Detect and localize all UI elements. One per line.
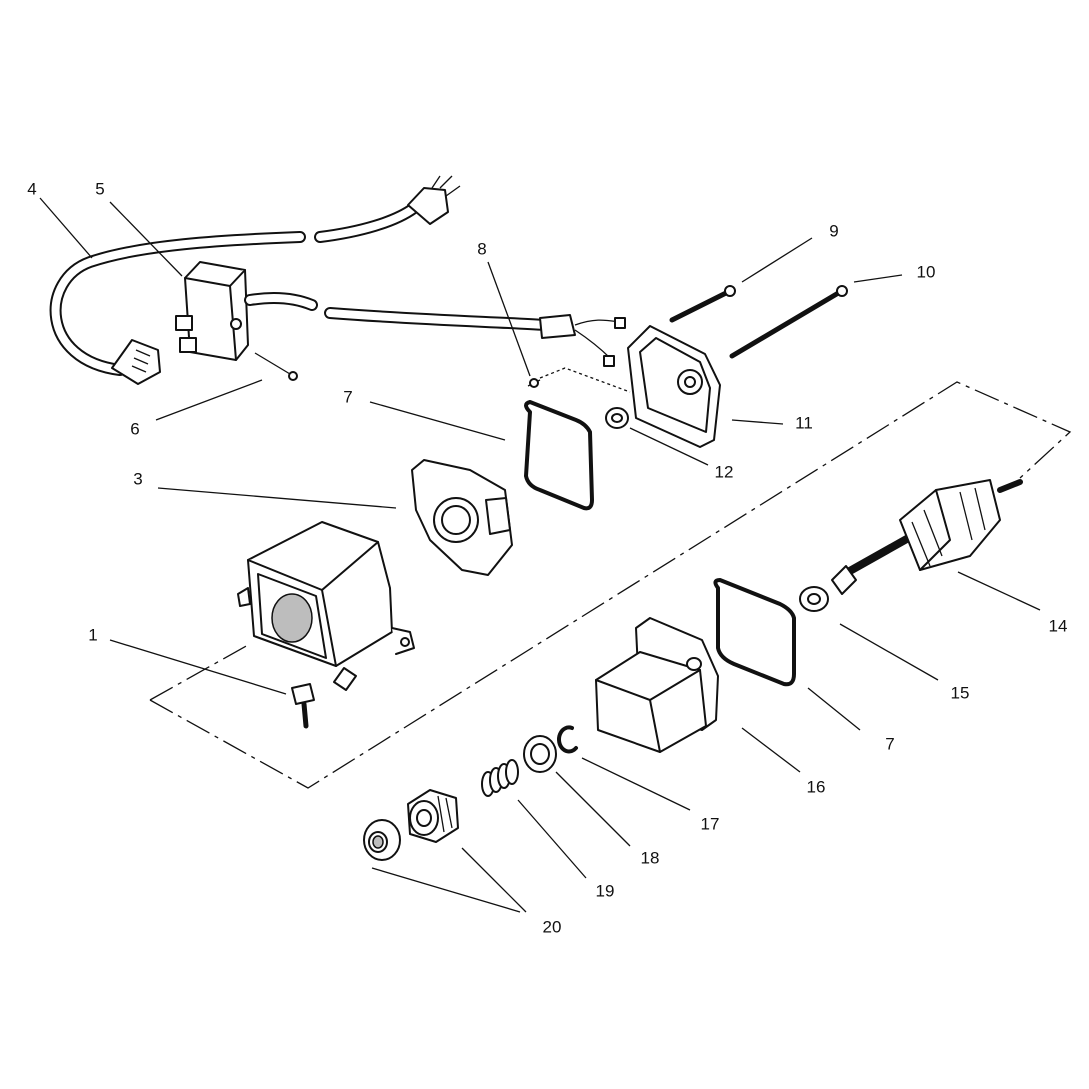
callout-19: 19 [596,881,615,900]
brush-plate [411,459,513,576]
housing-bolt [291,683,315,729]
leader-lines [39,197,1041,913]
spring [481,759,519,797]
motor-lead-wires [324,307,631,393]
through-bolt-long [729,285,848,359]
washer-small [605,407,629,429]
callout-10: 10 [917,262,936,281]
callout-5: 5 [95,179,104,198]
pinion-cup [363,819,401,861]
callout-11: 11 [795,413,813,432]
assembly-bracket [149,381,1072,789]
spring-cup [523,735,557,773]
callout-4: 4 [27,179,36,198]
gasket-lower [713,578,796,687]
field-housing [237,521,415,691]
callout-14: 14 [1049,616,1068,635]
callout-6: 6 [130,419,139,438]
end-cap [627,325,721,448]
switch-box [175,261,318,361]
power-cord [49,175,461,385]
small-screw [527,378,541,388]
thrust-washer [799,586,829,612]
callout-17: 17 [701,814,720,833]
callout-12: 12 [715,462,734,481]
switch-screw [254,352,298,381]
callout-15: 15 [951,683,970,702]
callout-9: 9 [829,221,838,240]
callouts: 1 3 4 5 6 7 7 8 9 10 11 12 14 15 16 17 1… [27,179,1067,936]
drive-housing [595,617,719,753]
retaining-clip [556,725,578,754]
drive-pinion [407,789,459,843]
armature [831,479,1023,595]
callout-20: 20 [543,917,562,936]
cord-connector [111,339,161,385]
callout-3: 3 [133,469,142,488]
through-bolt-short [669,285,736,323]
callout-8: 8 [477,239,486,258]
callout-1: 1 [88,625,97,644]
callout-18: 18 [641,848,660,867]
callout-7-lower: 7 [885,734,894,753]
callout-16: 16 [807,777,826,796]
plug [407,175,461,225]
gasket-upper [524,400,594,511]
callout-7-upper: 7 [343,387,352,406]
